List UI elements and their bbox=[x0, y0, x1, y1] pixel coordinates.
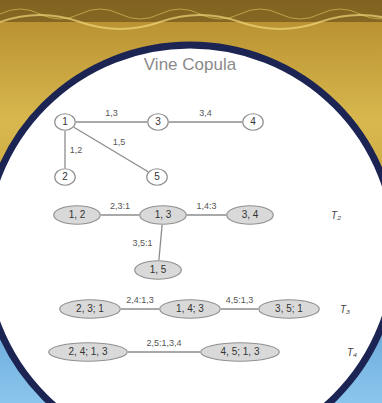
edge-line bbox=[74, 127, 148, 171]
edge-line bbox=[128, 351, 200, 352]
variable-node: 2 bbox=[54, 168, 76, 186]
edge-label: 4,5:1,3 bbox=[225, 295, 255, 305]
node-ellipse bbox=[54, 206, 101, 225]
node-ellipse bbox=[135, 261, 182, 280]
edge-label: 3,5:1 bbox=[131, 238, 153, 248]
node-ellipse bbox=[60, 300, 121, 319]
node-ellipse bbox=[227, 206, 274, 225]
node-text: 1, 2 bbox=[53, 209, 101, 221]
node-text: 2, 3; 1 bbox=[59, 303, 121, 315]
node-text: 4, 5; 1, 3 bbox=[200, 346, 280, 358]
edge-label: 1,3 bbox=[104, 108, 119, 118]
pair-node: 4, 5; 1, 3 bbox=[200, 342, 280, 362]
tree-label: T₃ bbox=[340, 304, 350, 315]
pair-node: 1, 5 bbox=[134, 260, 182, 280]
pair-node: 1, 2 bbox=[53, 205, 101, 225]
node-ellipse bbox=[259, 300, 320, 319]
node-ellipse bbox=[147, 169, 168, 186]
node-ellipse bbox=[49, 343, 128, 362]
node-text: 2 bbox=[54, 171, 76, 183]
node-text: 5 bbox=[146, 171, 168, 183]
tree-label: T₂ bbox=[331, 210, 341, 221]
edge-line bbox=[64, 131, 65, 168]
edge-label: 3,4 bbox=[198, 108, 213, 118]
node-text: 4 bbox=[242, 116, 264, 128]
pair-node: 2, 4; 1, 3 bbox=[48, 342, 128, 362]
edge-label: 1,4:3 bbox=[195, 201, 217, 211]
diagram-title: Vine Copula bbox=[144, 55, 236, 75]
edge-line bbox=[121, 308, 159, 309]
node-text: 2, 4; 1, 3 bbox=[48, 346, 128, 358]
pair-node: 3, 5; 1 bbox=[258, 299, 320, 319]
node-ellipse bbox=[148, 114, 169, 131]
variable-node: 1 bbox=[54, 113, 76, 131]
edge-line bbox=[187, 214, 226, 215]
edge-label: 2,4:1,3 bbox=[125, 295, 155, 305]
variable-node: 4 bbox=[242, 113, 264, 131]
pair-node: 1, 3 bbox=[139, 205, 187, 225]
variable-node: 5 bbox=[146, 168, 168, 186]
edge-label: 1,5 bbox=[112, 137, 127, 147]
node-text: 1 bbox=[54, 116, 76, 128]
variable-node: 3 bbox=[147, 113, 169, 131]
edge-line bbox=[221, 308, 258, 309]
edge-line bbox=[76, 121, 147, 122]
pair-node: 2, 3; 1 bbox=[59, 299, 121, 319]
edge-label: 1,2 bbox=[69, 145, 84, 155]
edge-line bbox=[169, 121, 242, 122]
node-ellipse bbox=[160, 300, 221, 319]
node-text: 3, 4 bbox=[226, 209, 274, 221]
node-text: 1, 5 bbox=[134, 264, 182, 276]
edge-line bbox=[101, 214, 139, 215]
edge-line bbox=[159, 225, 162, 260]
edge-label: 2,5:1,3,4 bbox=[145, 338, 182, 348]
node-text: 3 bbox=[147, 116, 169, 128]
node-ellipse bbox=[55, 114, 76, 131]
tree-label: T₄ bbox=[347, 347, 357, 358]
pair-node: 3, 4 bbox=[226, 205, 274, 225]
node-text: 3, 5; 1 bbox=[258, 303, 320, 315]
pair-node: 1, 4; 3 bbox=[159, 299, 221, 319]
node-text: 1, 4; 3 bbox=[159, 303, 221, 315]
edge-label: 2,3:1 bbox=[109, 201, 131, 211]
node-ellipse bbox=[243, 114, 264, 131]
node-text: 1, 3 bbox=[139, 209, 187, 221]
node-ellipse bbox=[201, 343, 280, 362]
node-ellipse bbox=[55, 169, 76, 186]
node-ellipse bbox=[140, 206, 187, 225]
